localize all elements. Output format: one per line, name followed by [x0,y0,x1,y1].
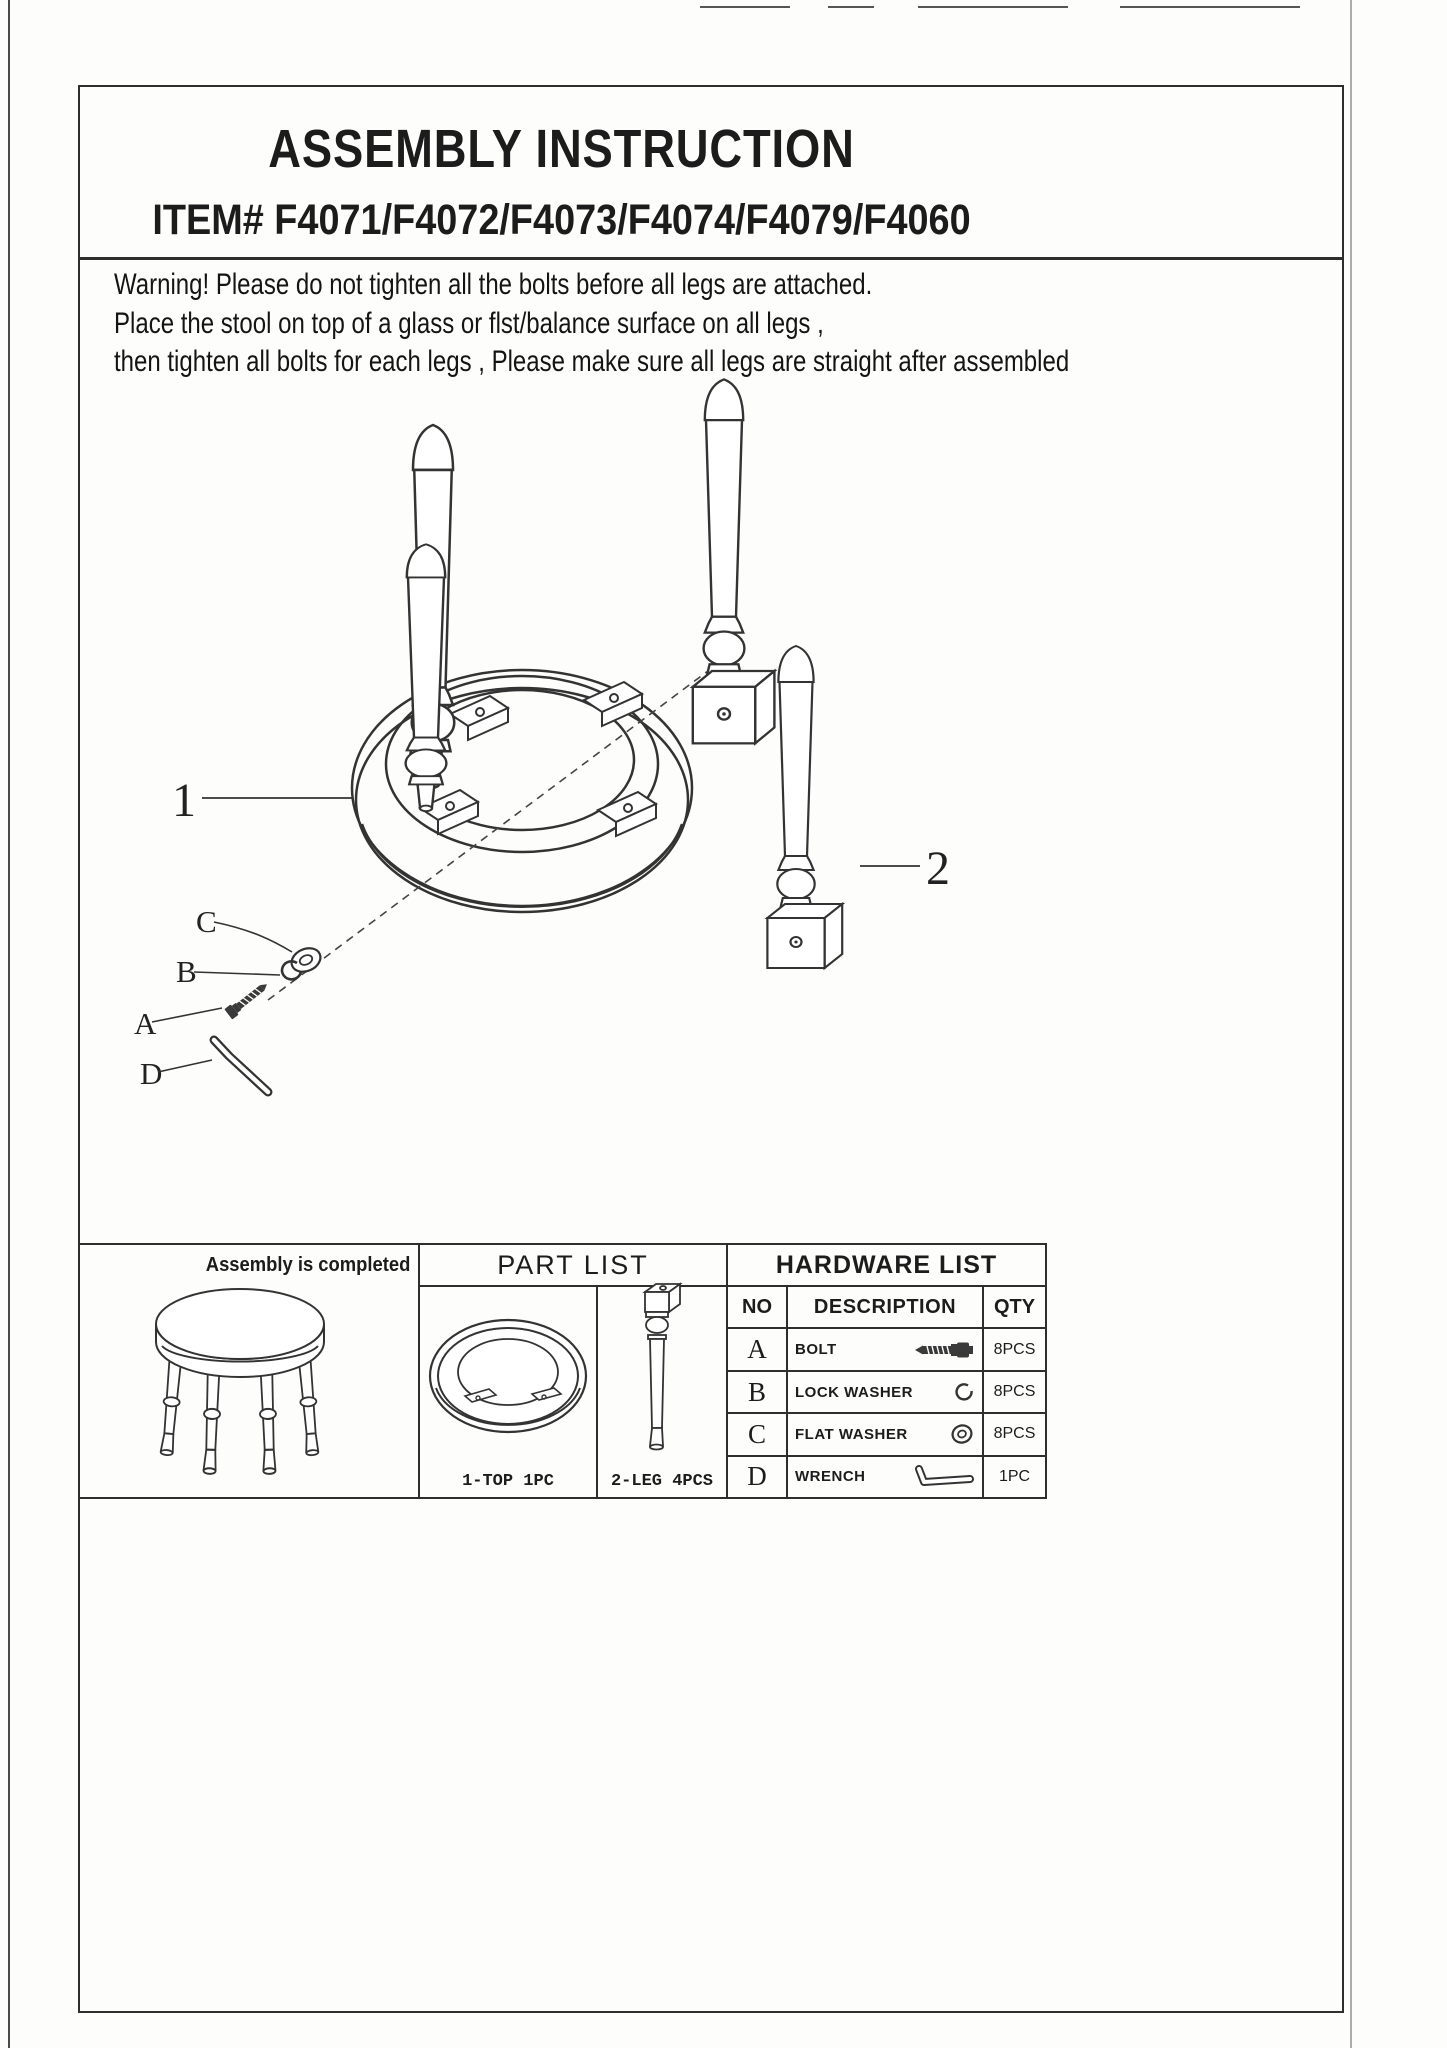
warning-line-1: Warning! Please do not tighten all the b… [114,268,873,301]
table-row: B LOCK WASHER 8PCS [728,1371,1045,1415]
table-row: D WRENCH 1PC [728,1456,1045,1498]
assembly-completed-cell: Assembly is completed [78,1245,420,1497]
hardware-description: LOCK WASHER [795,1383,913,1401]
part-leg-caption: 2-LEG 4PCS [610,1472,714,1491]
hardware-no: B [728,1371,788,1413]
hardware-qty: 1PC [998,1467,1031,1485]
hardware-table: NO DESCRIPTION QTY A BOLT [728,1287,1045,1498]
scan-artifact [700,6,790,8]
bolt-icon [915,1342,973,1358]
hardware-qty: 8PCS [993,1383,1036,1401]
part-list-title: PART LIST [420,1245,726,1287]
scan-artifact [918,6,1068,8]
col-header-no: NO [728,1287,788,1328]
table-row: C FLAT WASHER 8PCS [728,1414,1045,1457]
flat-washer-icon [951,1424,973,1445]
assembly-completed-label: Assembly is completed [205,1254,410,1276]
hardware-no: A [728,1329,788,1370]
hardware-description-cell: BOLT [788,1329,984,1370]
hardware-description-cell: WRENCH [788,1456,984,1498]
lock-washer-icon [955,1383,973,1401]
hardware-list-cell: HARDWARE LIST NO DESCRIPTION QTY A BOLT [728,1245,1045,1498]
hardware-description: FLAT WASHER [795,1425,908,1443]
page-title: ASSEMBLY INSTRUCTION [268,119,855,179]
wrench-icon [915,1464,974,1486]
hardware-table-header-row: NO DESCRIPTION QTY [728,1287,1045,1330]
part-top-caption: 1-TOP 1PC [462,1472,554,1491]
warning-line-2: Place the stool on top of a glass or fls… [114,307,824,340]
hardware-description-cell: LOCK WASHER [788,1371,984,1413]
item-number-line: ITEM# F4071/F4072/F4073/F4074/F4079/F406… [152,196,971,244]
hardware-qty: 8PCS [993,1425,1036,1443]
hardware-list-title: HARDWARE LIST [728,1245,1045,1287]
header-divider-line [80,257,1342,260]
hardware-qty: 8PCS [993,1340,1036,1358]
col-header-qty: QTY [993,1295,1036,1318]
scan-artifact [1120,6,1300,8]
part-list-cell: PART LIST 1-TOP 1PC 2-LEG 4PCS [420,1245,728,1497]
hardware-no: D [728,1456,788,1498]
warning-line-3: then tighten all bolts for each legs , P… [114,345,1070,378]
hardware-description: BOLT [795,1341,837,1359]
hardware-no: C [728,1414,788,1455]
col-header-description: DESCRIPTION [788,1287,984,1328]
footer-panel: Assembly is completed PART LIST 1-TOP 1P… [78,1243,1047,1499]
hardware-description-cell: FLAT WASHER [788,1414,984,1455]
hardware-description: WRENCH [795,1468,866,1486]
page-edge-right-line [1350,0,1352,2048]
page-edge-left-line [8,0,10,2048]
part-list-divider [596,1287,598,1497]
scan-artifact [828,6,874,8]
document-border-frame [78,85,1344,2013]
table-row: A BOLT [728,1329,1045,1372]
